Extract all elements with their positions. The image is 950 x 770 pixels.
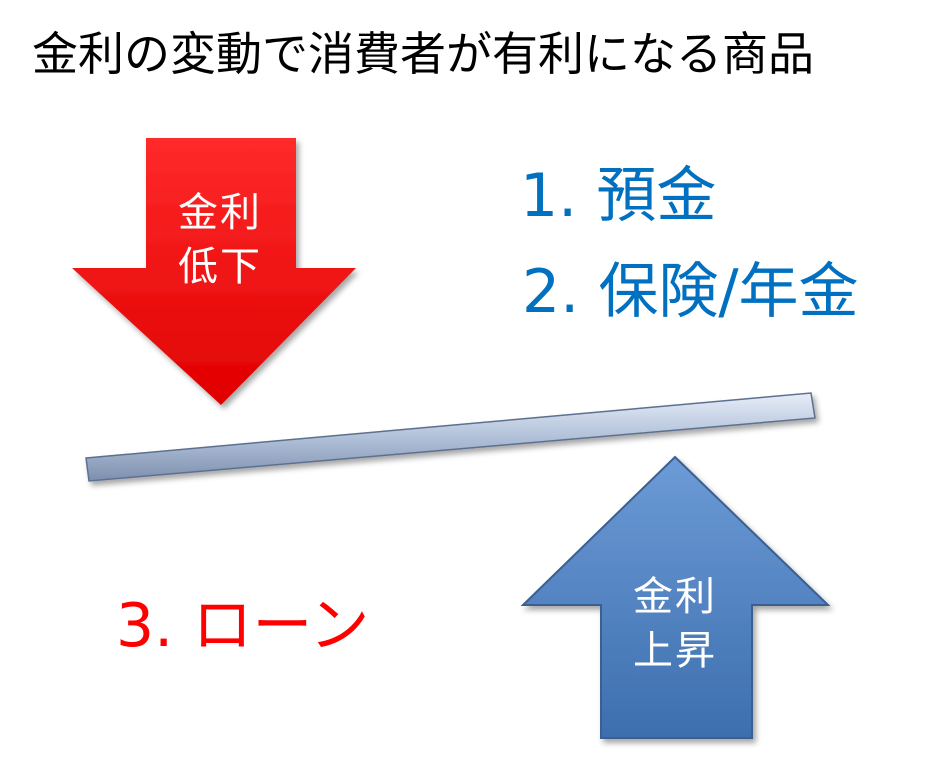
up-arrow-label-line1: 金利 (633, 574, 717, 620)
down-arrow-label-line2: 低下 (178, 244, 262, 290)
down-arrow-shape (72, 138, 356, 405)
up-arrow-label-line2: 上昇 (633, 628, 717, 674)
up-arrow-label: 金利 上昇 (605, 570, 745, 678)
seesaw-bar (85, 392, 816, 482)
benefit-item-loan: 3. ローン (116, 591, 370, 661)
up-arrow-shape (520, 455, 831, 739)
down-arrow-label-line1: 金利 (178, 190, 262, 236)
benefit-item-insurance-pension: 2. 保険/年金 (522, 257, 859, 327)
benefit-item-deposit: 1. 預金 (520, 161, 717, 231)
page-title: 金利の変動で消費者が有利になる商品 (32, 27, 814, 81)
down-arrow-label: 金利 低下 (150, 186, 290, 294)
